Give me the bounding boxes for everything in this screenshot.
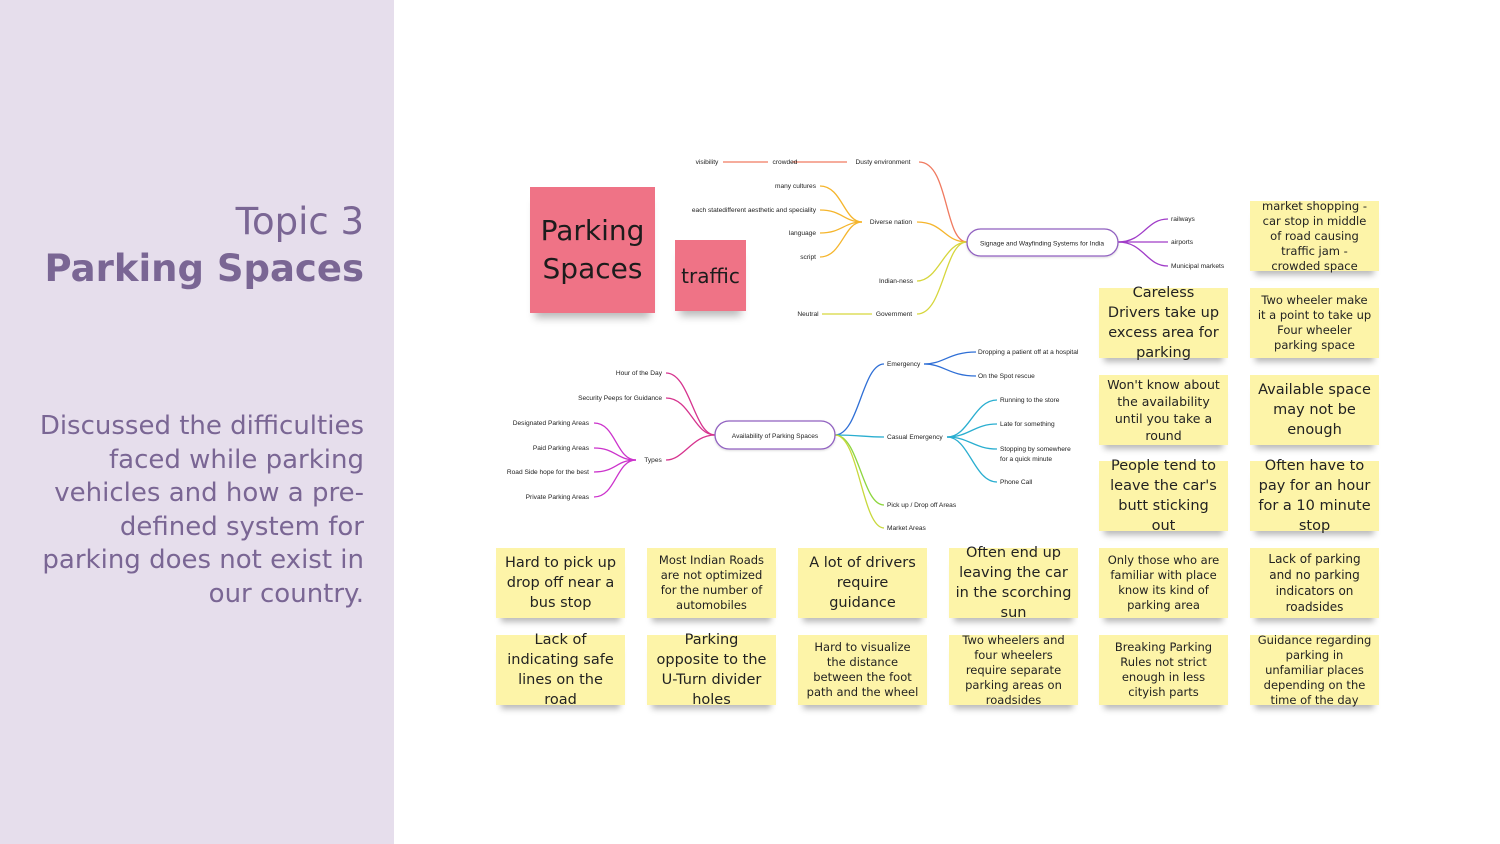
sticky-bus-stop[interactable]: Hard to pick up drop off near a bus stop	[496, 548, 625, 618]
signage-edges	[723, 161, 1169, 315]
node-dropping-patient[interactable]: Dropping a patient off at a hospital	[978, 349, 1079, 356]
sticky-traffic[interactable]: traffic	[675, 240, 746, 311]
signage-nodes: Dusty environment crowded visibility Div…	[692, 159, 1225, 318]
node-government[interactable]: Government	[876, 311, 912, 318]
node-quick-minute[interactable]: for a quick minute	[1000, 456, 1052, 463]
sticky-cars-butt[interactable]: People tend to leave the car's butt stic…	[1099, 458, 1228, 534]
signage-root-label: Signage and Wayfinding Systems for India	[980, 241, 1104, 248]
sticky-scorching-sun[interactable]: Often end up leaving the car in the scor…	[949, 545, 1078, 621]
sticky-visualize-distance[interactable]: Hard to visualize the distance between t…	[798, 635, 927, 705]
mind-map: Signage and Wayfinding Systems for India…	[507, 159, 1225, 532]
node-neutral[interactable]: Neutral	[797, 311, 819, 318]
node-airports[interactable]: airports	[1171, 239, 1194, 246]
sticky-drivers-guidance[interactable]: A lot of drivers require guidance	[798, 548, 927, 618]
node-state-aesthetic[interactable]: each statedifferent aesthetic and specia…	[692, 207, 817, 214]
node-phone-call[interactable]: Phone Call	[1000, 479, 1033, 486]
node-dusty-environment[interactable]: Dusty environment	[856, 159, 911, 166]
node-late-something[interactable]: Late for something	[1000, 421, 1055, 428]
node-municipal-markets[interactable]: Municipal markets	[1171, 263, 1225, 270]
node-road-side[interactable]: Road Side hope for the best	[507, 469, 589, 476]
node-crowded[interactable]: crowded	[773, 159, 798, 166]
node-private-parking[interactable]: Private Parking Areas	[526, 494, 590, 501]
sticky-wont-know[interactable]: Won't know about the availability until …	[1099, 375, 1228, 445]
sticky-guidance-unfamiliar[interactable]: Guidance regarding parking in unfamiliar…	[1250, 633, 1379, 707]
parking-root-label: Availability of Parking Spaces	[732, 433, 819, 440]
node-types[interactable]: Types	[644, 457, 662, 464]
sticky-u-turn[interactable]: Parking opposite to the U-Turn divider h…	[647, 632, 776, 708]
topic-title: Parking Spaces	[44, 247, 365, 290]
sticky-pay-hour[interactable]: Often have to pay for an hour for a 10 m…	[1250, 458, 1379, 534]
node-market-areas[interactable]: Market Areas	[887, 525, 927, 532]
node-casual-emergency[interactable]: Casual Emergency	[887, 434, 943, 441]
node-emergency[interactable]: Emergency	[887, 361, 921, 368]
node-security-peeps[interactable]: Security Peeps for Guidance	[578, 395, 662, 402]
node-designated-parking[interactable]: Designated Parking Areas	[513, 420, 590, 427]
sticky-careless-drivers[interactable]: Careless Drivers take up excess area for…	[1099, 285, 1228, 361]
node-many-cultures[interactable]: many cultures	[775, 183, 817, 190]
node-diverse-nation[interactable]: Diverse nation	[870, 219, 912, 226]
sticky-separate-areas[interactable]: Two wheelers and four wheelers require s…	[949, 633, 1078, 707]
sticky-breaking-rules[interactable]: Breaking Parking Rules not strict enough…	[1099, 635, 1228, 705]
node-script[interactable]: script	[800, 254, 816, 261]
sticky-parking-spaces[interactable]: Parking Spaces	[530, 187, 655, 313]
node-on-spot-rescue[interactable]: On the Spot rescue	[978, 373, 1035, 380]
sticky-familiar-place[interactable]: Only those who are familiar with place k…	[1099, 548, 1228, 618]
node-indian-ness[interactable]: Indian-ness	[879, 278, 914, 285]
parking-nodes: Hour of the Day Security Peeps for Guida…	[507, 349, 1079, 532]
node-hour-of-day[interactable]: Hour of the Day	[616, 370, 663, 377]
node-paid-parking[interactable]: Paid Parking Areas	[533, 445, 590, 452]
sticky-available-space[interactable]: Available space may not be enough	[1250, 375, 1379, 445]
sticky-roads-not-optimized[interactable]: Most Indian Roads are not optimized for …	[647, 548, 776, 618]
sticky-market-shopping[interactable]: market shopping - car stop in middle of …	[1250, 199, 1379, 273]
whiteboard-canvas: Signage and Wayfinding Systems for India…	[394, 0, 1500, 844]
node-visibility[interactable]: visibility	[696, 159, 719, 166]
sticky-two-wheeler[interactable]: Two wheeler make it a point to take up F…	[1250, 288, 1379, 358]
sticky-lack-indicators[interactable]: Lack of parking and no parking indicator…	[1250, 548, 1379, 618]
node-stopping-by[interactable]: Stopping by somewhere	[1000, 446, 1071, 453]
topic-number: Topic 3	[235, 200, 364, 243]
sticky-safe-lines[interactable]: Lack of indicating safe lines on the roa…	[496, 632, 625, 708]
node-railways[interactable]: railways	[1171, 216, 1196, 223]
parking-edges	[593, 351, 998, 529]
parking-root-node[interactable]: Availability of Parking Spaces	[714, 420, 836, 450]
sidebar-panel: Topic 3 Parking Spaces Discussed the dif…	[0, 0, 394, 844]
node-language[interactable]: language	[789, 230, 816, 237]
signage-root-node[interactable]: Signage and Wayfinding Systems for India	[966, 228, 1119, 257]
topic-description: Discussed the difficulties faced while p…	[39, 411, 364, 609]
node-running-store[interactable]: Running to the store	[1000, 397, 1060, 404]
node-pickup-dropoff[interactable]: Pick up / Drop off Areas	[887, 502, 957, 509]
